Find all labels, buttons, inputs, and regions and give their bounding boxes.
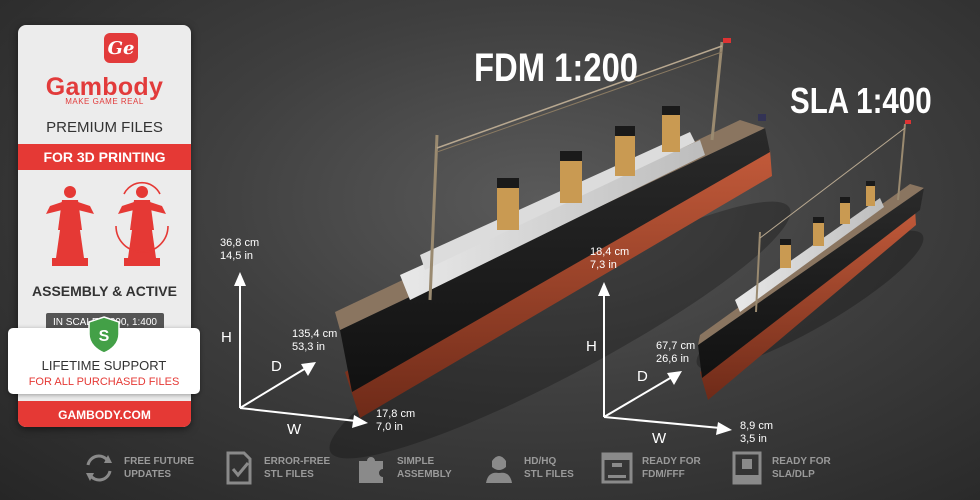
sla-depth-axis-label: D — [637, 368, 648, 385]
sla-dimension-axes — [598, 282, 732, 435]
for-3d-printing-band: FOR 3D PRINTING — [18, 144, 191, 170]
shield-icon: S — [88, 316, 120, 354]
sla-height-axis-label: H — [586, 338, 597, 355]
fdm-dimension-axes — [234, 272, 368, 428]
support-title: LIFETIME SUPPORT — [41, 358, 167, 373]
site-link[interactable]: GAMBODY.COM — [18, 401, 191, 427]
fdm-scale-heading: FDM 1:200 — [474, 46, 639, 90]
puzzle-icon — [359, 457, 383, 483]
bust-icon — [486, 456, 512, 483]
brand-tagline: MAKE GAME REAL — [65, 97, 144, 106]
sla-scale-heading: SLA 1:400 — [790, 80, 932, 121]
support-subtitle: FOR ALL PURCHASED FILES — [28, 376, 180, 388]
gambody-logo-icon: Ge — [104, 33, 138, 63]
file-check-icon — [226, 451, 252, 485]
fdm-height-axis-label: H — [221, 329, 232, 346]
fdm-ship-model — [329, 38, 791, 459]
shield-letter: S — [99, 328, 110, 345]
fdm-depth-axis-label: D — [271, 358, 282, 375]
brand-name: Gambody — [45, 73, 164, 101]
premium-files-label: PREMIUM FILES — [46, 119, 163, 136]
assembly-figures-icon — [46, 181, 169, 266]
sla-printer-icon — [732, 451, 762, 485]
sla-width-axis-label: W — [652, 430, 667, 447]
assembly-active-label: ASSEMBLY & ACTIVE — [32, 283, 177, 299]
refresh-updates-icon — [86, 454, 112, 482]
fdm-width-axis-label: W — [287, 421, 302, 438]
sla-ship-model — [696, 120, 924, 400]
fdm-printer-icon — [601, 452, 633, 484]
